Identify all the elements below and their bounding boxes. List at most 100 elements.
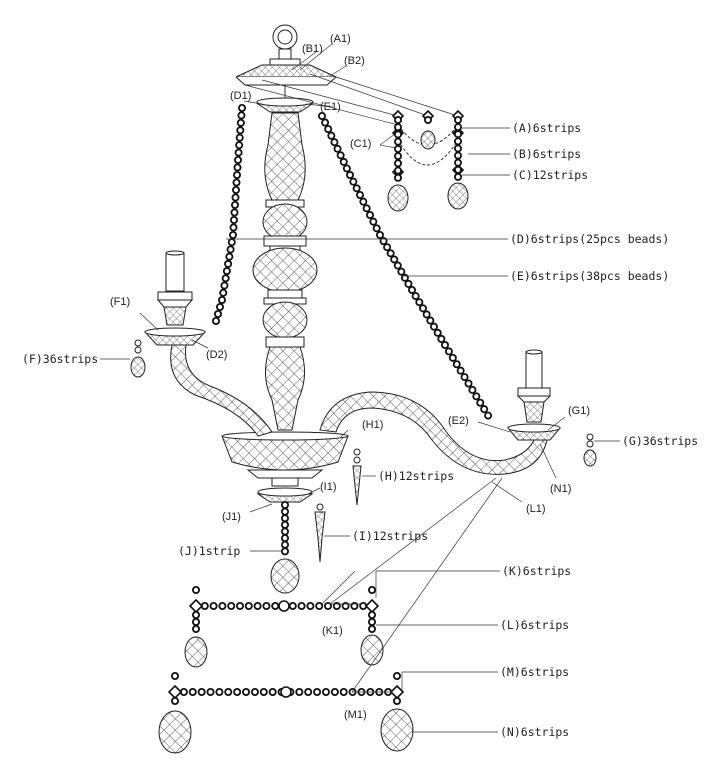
label-b1: (B1) <box>302 43 323 55</box>
bead <box>349 177 358 186</box>
bead <box>280 500 289 509</box>
bead <box>209 602 218 611</box>
callout-n: (N)6strips <box>500 725 569 739</box>
bead <box>444 347 453 356</box>
bead <box>288 602 297 611</box>
bead <box>453 116 462 125</box>
bead <box>392 697 401 706</box>
central-column <box>252 112 318 431</box>
bead <box>460 373 469 382</box>
bead <box>452 360 461 369</box>
bead <box>217 295 226 304</box>
bead <box>221 274 230 283</box>
bead <box>365 210 374 219</box>
bead <box>188 688 197 697</box>
bead <box>222 267 231 276</box>
bead <box>317 112 326 121</box>
bead <box>191 611 200 620</box>
label-d2: (D2) <box>206 349 227 361</box>
bead <box>231 185 240 194</box>
callout-e: (E)6strips(38pcs beads) <box>510 269 669 283</box>
bead <box>453 172 462 181</box>
bead <box>453 137 462 146</box>
bead <box>259 688 268 697</box>
bead <box>250 688 259 697</box>
callout-l: (L)6strips <box>500 618 569 632</box>
bead <box>295 688 304 697</box>
bead <box>232 178 241 187</box>
label-f1: (F1) <box>110 296 130 308</box>
bead <box>426 316 435 325</box>
bead <box>418 304 427 313</box>
connector-diamond <box>188 598 204 614</box>
label-k1: (K1) <box>322 625 343 637</box>
bead <box>422 310 431 319</box>
bead <box>197 688 206 697</box>
callout-i: (I)12strips <box>352 529 428 543</box>
bead <box>345 170 354 179</box>
part-labels: (A1) (B1) (B2) (D1) (E1) (C1) (F1) (D2) … <box>110 33 590 721</box>
label-e1: (E1) <box>320 101 341 113</box>
bead <box>323 602 332 611</box>
ceiling-canopy <box>235 24 337 113</box>
bead <box>359 197 368 206</box>
bead <box>234 148 243 157</box>
bead <box>393 173 402 182</box>
bead <box>244 602 253 611</box>
bead <box>230 208 239 217</box>
bead <box>392 672 401 681</box>
bead <box>453 151 462 160</box>
bead <box>327 131 336 140</box>
right-arm <box>319 349 597 475</box>
connector-diamond <box>389 684 405 700</box>
bead <box>324 125 333 134</box>
label-e2: (E2) <box>448 415 469 427</box>
bead <box>386 249 395 258</box>
bead <box>336 151 345 160</box>
bead <box>453 144 462 153</box>
bead <box>228 230 237 239</box>
bead <box>379 237 388 246</box>
bead <box>339 157 348 166</box>
bead <box>231 193 240 202</box>
bead <box>423 116 432 125</box>
bead <box>321 118 330 127</box>
bead <box>437 334 446 343</box>
bead <box>226 245 235 254</box>
bead <box>393 130 402 139</box>
main-bowl <box>221 431 362 594</box>
bead <box>369 217 378 226</box>
bead <box>268 688 277 697</box>
bead <box>367 618 376 627</box>
bead <box>280 507 289 516</box>
bead <box>280 527 289 536</box>
bead <box>456 366 465 375</box>
label-n1: (N1) <box>550 483 571 495</box>
bead <box>350 602 359 611</box>
bead <box>271 602 280 611</box>
bead <box>233 163 242 172</box>
bead <box>215 302 224 311</box>
top-swag-assembly <box>244 73 469 212</box>
bead <box>262 602 271 611</box>
bead <box>393 261 402 270</box>
left-arm <box>130 250 273 437</box>
bead <box>393 159 402 168</box>
bead <box>448 353 457 362</box>
icicle-pendant <box>314 503 326 563</box>
bead <box>393 116 402 125</box>
bead <box>170 697 179 706</box>
bead <box>230 200 239 209</box>
bead <box>332 602 341 611</box>
bead <box>191 586 200 595</box>
callout-labels: (A)6strips (B)6strips (C)12strips (D)6st… <box>22 121 698 739</box>
bead <box>375 230 384 239</box>
bead <box>280 534 289 543</box>
bead <box>480 405 489 414</box>
bead <box>224 259 233 268</box>
bead <box>315 602 324 611</box>
bead <box>330 138 339 147</box>
bead <box>321 688 330 697</box>
bead <box>237 111 246 120</box>
